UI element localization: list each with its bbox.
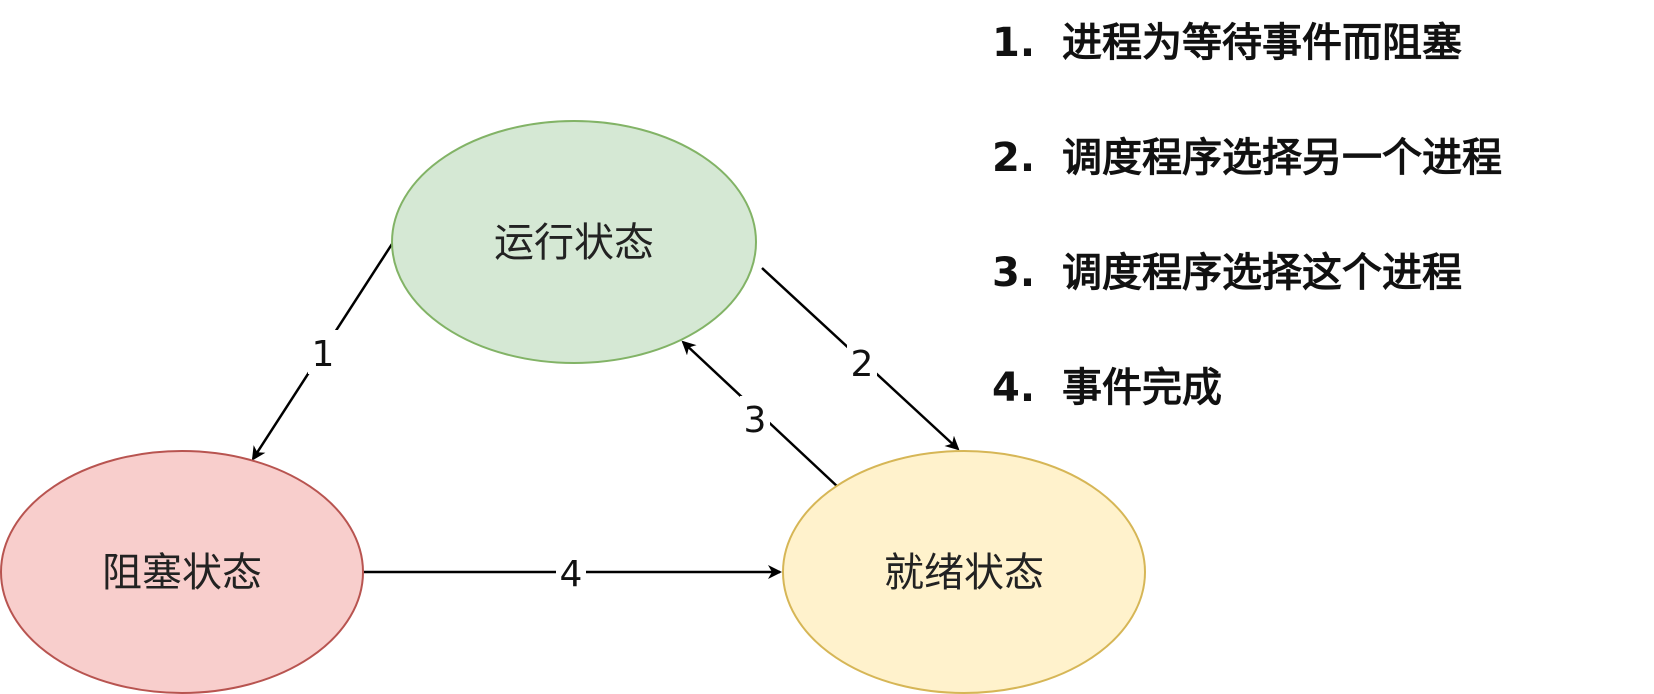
- legend-item-2: 2. 调度程序选择另一个进程: [992, 134, 1502, 182]
- node-blocked-shape: [0, 450, 364, 694]
- legend-item-1: 1. 进程为等待事件而阻塞: [992, 19, 1462, 67]
- legend-item-3-number: 3.: [992, 250, 1036, 296]
- edge-1-label: 1: [312, 334, 335, 375]
- node-ready-shape: [782, 450, 1146, 694]
- legend-item-1-text: 进程为等待事件而阻塞: [1062, 20, 1462, 66]
- legend-item-4-number: 4.: [992, 365, 1036, 411]
- legend-item-4-text: 事件完成: [1062, 365, 1222, 411]
- node-running-shape: [391, 120, 757, 364]
- node-blocked-label: 阻塞状态: [102, 550, 262, 596]
- legend-item-4: 4. 事件完成: [992, 364, 1222, 412]
- node-running-label: 运行状态: [494, 220, 654, 266]
- node-running: 运行状态: [391, 120, 757, 364]
- legend-item-3-text: 调度程序选择这个进程: [1062, 250, 1462, 296]
- edge-2-label: 2: [851, 344, 874, 385]
- edge-3-label: 3: [744, 400, 767, 441]
- edge-4-label: 4: [560, 554, 583, 595]
- legend-item-2-number: 2.: [992, 135, 1036, 181]
- node-ready: 就绪状态: [782, 450, 1146, 694]
- legend-item-1-number: 1.: [992, 20, 1036, 66]
- node-ready-label: 就绪状态: [884, 550, 1044, 596]
- legend-item-2-text: 调度程序选择另一个进程: [1062, 135, 1502, 181]
- node-blocked: 阻塞状态: [0, 450, 364, 694]
- legend-item-3: 3. 调度程序选择这个进程: [992, 249, 1462, 297]
- edge-labels: 1 2 3 4: [308, 330, 877, 595]
